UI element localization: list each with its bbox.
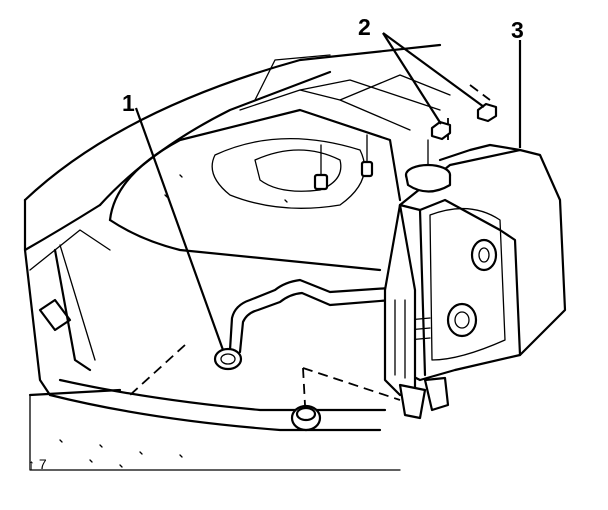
callout-1: 1 — [122, 90, 135, 116]
nut-right — [476, 102, 498, 123]
callout-3: 3 — [511, 17, 524, 43]
grommet — [290, 404, 322, 432]
callout-2: 2 — [358, 14, 371, 40]
alignment-lines — [129, 84, 491, 406]
tank-cap — [404, 139, 452, 193]
pump-bolt-left — [313, 144, 329, 191]
inner-panel — [108, 54, 451, 272]
pump-bolt-right — [360, 134, 374, 178]
body-panel-outline — [23, 43, 442, 471]
reservoir-tank — [383, 143, 567, 420]
leader-lines — [134, 32, 522, 351]
figure-code: ↑ 7 — [28, 456, 47, 472]
filler-hose — [213, 278, 394, 371]
